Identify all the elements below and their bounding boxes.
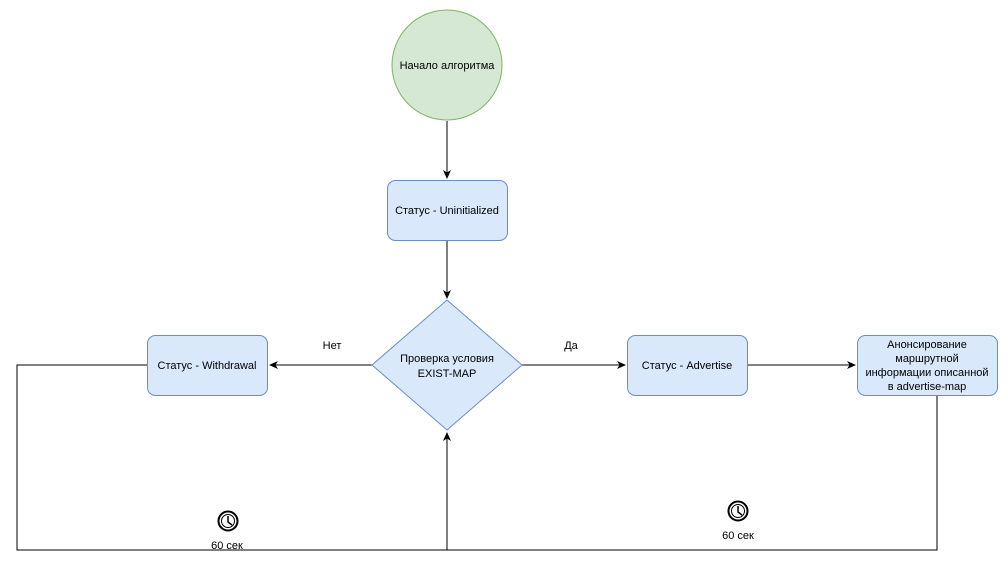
edges	[16, 121, 938, 551]
edge-label-no: Нет	[323, 340, 342, 352]
withdrawal-node[interactable]: Статус - Withdrawal	[147, 335, 268, 396]
timer-label-right: 60 сек	[722, 530, 754, 542]
check-decision-label-line1: Проверка условия	[400, 353, 494, 365]
start-node[interactable]: Начало алгоритма	[391, 9, 503, 121]
announce-node-label-line2: маршрутной	[895, 353, 959, 365]
announce-node-label-line4: в advertise-map	[888, 381, 967, 393]
timer-label-left: 60 сек	[211, 540, 243, 552]
announce-node-label-line1: Анонсирование	[887, 339, 967, 351]
start-node-label: Начало алгоритма	[400, 60, 496, 72]
clock-icon	[217, 510, 239, 532]
announce-node-label-line3: информации описанной	[865, 367, 988, 379]
announce-node[interactable]: Анонсирование маршрутной информации опис…	[857, 335, 998, 396]
edge-withdrawal-loop	[16, 364, 451, 551]
withdrawal-node-label: Статус - Withdrawal	[158, 360, 257, 372]
advertise-node[interactable]: Статус - Advertise	[627, 335, 748, 396]
advertise-node-label: Статус - Advertise	[642, 360, 732, 372]
clock-icon	[727, 500, 749, 522]
check-decision-label-line2: EXIST-MAP	[418, 368, 477, 380]
uninitialized-node-label: Статус - Uninitialized	[395, 205, 499, 217]
edge-announce-loop	[447, 395, 938, 551]
check-decision-node[interactable]: Проверка условия EXIST-MAP	[371, 299, 523, 431]
uninitialized-node[interactable]: Статус - Uninitialized	[387, 180, 508, 241]
edge-label-yes: Да	[564, 340, 578, 352]
